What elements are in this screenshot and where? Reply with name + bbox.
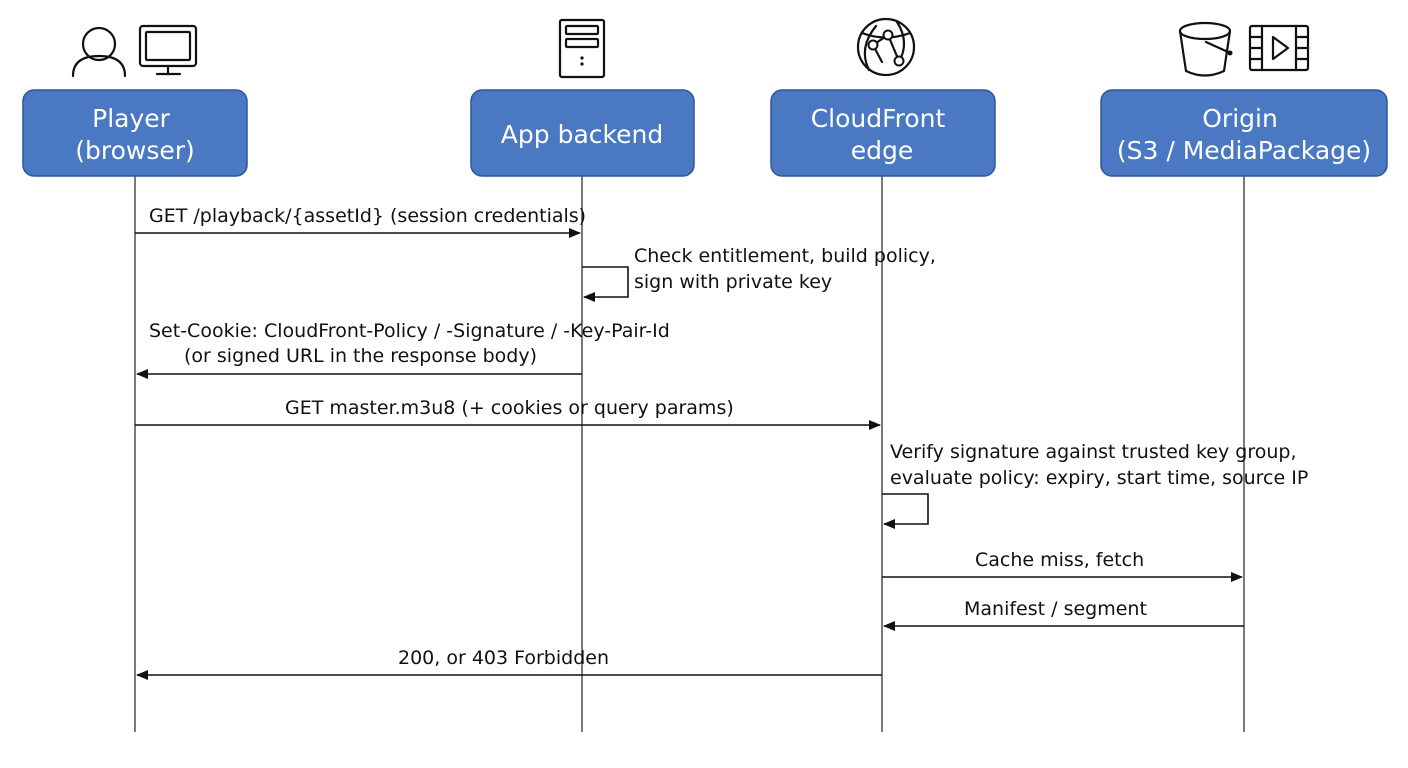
participants: Player (browser) App backend CloudFront … — [22, 89, 1388, 177]
message-get-playback: GET /playback/{assetId} (session credent… — [135, 205, 586, 238]
video-film-icon — [1248, 24, 1310, 72]
arrow-check-entitlement — [582, 266, 629, 302]
participant-label-origin: Origin (S3 / MediaPackage) — [1117, 104, 1371, 165]
message-label-get-manifest: GET master.m3u8 (+ cookies or query para… — [285, 397, 734, 419]
participant-box-backend — [470, 89, 695, 177]
message-cache-miss: Cache miss, fetch — [882, 549, 1243, 582]
messages: GET /playback/{assetId} (session credent… — [135, 205, 1308, 680]
participant-box-origin — [1100, 89, 1388, 177]
participant-label-backend: App backend — [501, 120, 663, 149]
message-label-response-status: 200, or 403 Forbidden — [398, 647, 609, 669]
cloudfront-globe-icon — [856, 17, 916, 77]
message-label-cache-miss: Cache miss, fetch — [975, 549, 1144, 571]
participant-backend: App backend — [470, 89, 695, 177]
message-set-cookie: Set-Cookie: CloudFront-Policy / -Signatu… — [136, 320, 676, 379]
message-manifest-segment: Manifest / segment — [883, 598, 1244, 631]
participant-icons — [71, 17, 1310, 79]
user-icon — [71, 26, 127, 78]
arrow-verify-signature — [882, 493, 929, 529]
message-label-get-playback: GET /playback/{assetId} (session credent… — [149, 205, 586, 227]
participant-cloudfront: CloudFront edge — [770, 89, 996, 177]
lifelines — [134, 176, 1245, 732]
message-label-set-cookie: Set-Cookie: CloudFront-Policy / -Signatu… — [149, 320, 676, 367]
s3-bucket-icon — [1178, 21, 1233, 77]
server-icon — [558, 18, 606, 79]
participant-origin: Origin (S3 / MediaPackage) — [1100, 89, 1388, 177]
participant-box-cloudfront — [770, 89, 996, 177]
participant-label-player: Player (browser) — [75, 104, 195, 165]
message-verify-signature: Verify signature against trusted key gro… — [882, 441, 1308, 529]
message-response-status: 200, or 403 Forbidden — [136, 647, 882, 680]
message-label-verify-signature: Verify signature against trusted key gro… — [890, 441, 1308, 489]
participant-box-player — [22, 89, 248, 177]
participant-player: Player (browser) — [22, 89, 248, 177]
message-get-manifest: GET master.m3u8 (+ cookies or query para… — [135, 397, 881, 430]
message-label-manifest-segment: Manifest / segment — [964, 598, 1147, 620]
participant-label-cloudfront: CloudFront edge — [811, 104, 954, 165]
monitor-icon — [138, 24, 198, 76]
message-label-check-entitlement: Check entitlement, build policy, sign wi… — [634, 245, 942, 293]
message-check-entitlement: Check entitlement, build policy, sign wi… — [582, 245, 942, 302]
